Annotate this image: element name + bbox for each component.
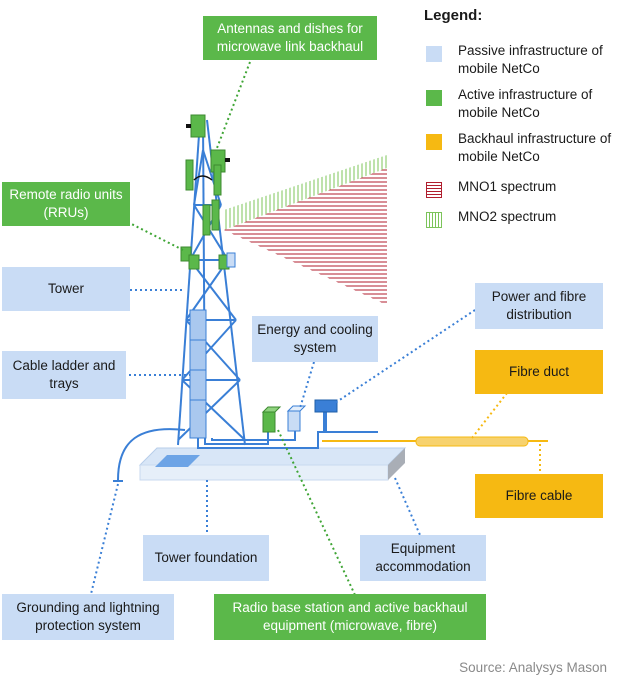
- legend-label-backhaul: Backhaul infrastructure of mobile NetCo: [458, 131, 612, 164]
- equipment-platform: [138, 447, 407, 481]
- cable-ladder: [189, 309, 207, 439]
- label-tower-foundation: Tower foundation: [143, 535, 269, 581]
- label-rru: Remote radio units (RRUs): [2, 182, 130, 226]
- antennas-and-dishes: [185, 114, 230, 236]
- grounding-cable: [113, 428, 186, 482]
- legend-item-backhaul: Backhaul infrastructure of mobile NetCo: [426, 130, 625, 166]
- fibre-duct-pipe: [322, 436, 548, 447]
- label-radio-base-station: Radio base station and active backhaul e…: [214, 594, 486, 640]
- legend-item-mno2: MNO2 spectrum: [426, 208, 556, 228]
- legend-item-passive: Passive infrastructure of mobile NetCo: [426, 42, 618, 78]
- label-antennas: Antennas and dishes for microwave link b…: [203, 16, 377, 60]
- legend-label-mno2: MNO2 spectrum: [458, 209, 557, 224]
- mno1-spectrum-beam: [224, 168, 387, 305]
- legend-label-mno1: MNO1 spectrum: [458, 179, 557, 194]
- power-fibre-distribution-unit: [314, 399, 338, 432]
- label-equipment-accommodation: Equipment accommodation: [360, 535, 486, 581]
- legend-swatch-backhaul: [426, 134, 442, 150]
- legend-swatch-mno1: [426, 182, 442, 198]
- legend-swatch-mno2: [426, 212, 442, 228]
- legend-item-active: Active infrastructure of mobile NetCo: [426, 86, 608, 122]
- label-fibre-duct: Fibre duct: [475, 350, 603, 394]
- source-note: Source: Analysys Mason: [459, 660, 607, 675]
- cable-tray: [197, 430, 378, 449]
- leader-lines: [89, 61, 541, 599]
- legend-item-mno1: MNO1 spectrum: [426, 178, 556, 198]
- mno2-spectrum-beam: [224, 155, 387, 230]
- legend-label-passive: Passive infrastructure of mobile NetCo: [458, 43, 603, 76]
- label-grounding: Grounding and lightning protection syste…: [2, 594, 174, 640]
- radio-base-station-unit: [261, 406, 282, 433]
- remote-radio-units: [180, 246, 236, 270]
- label-tower: Tower: [2, 267, 130, 311]
- legend-title: Legend:: [424, 7, 483, 24]
- label-energy-cooling: Energy and cooling system: [252, 316, 378, 362]
- energy-cooling-unit: [286, 405, 307, 432]
- legend-label-active: Active infrastructure of mobile NetCo: [458, 87, 593, 120]
- legend-swatch-active: [426, 90, 442, 106]
- label-power-fibre: Power and fibre distribution: [475, 283, 603, 329]
- label-fibre-cable: Fibre cable: [475, 474, 603, 518]
- label-cable-ladder: Cable ladder and trays: [2, 351, 126, 399]
- legend-swatch-passive: [426, 46, 442, 62]
